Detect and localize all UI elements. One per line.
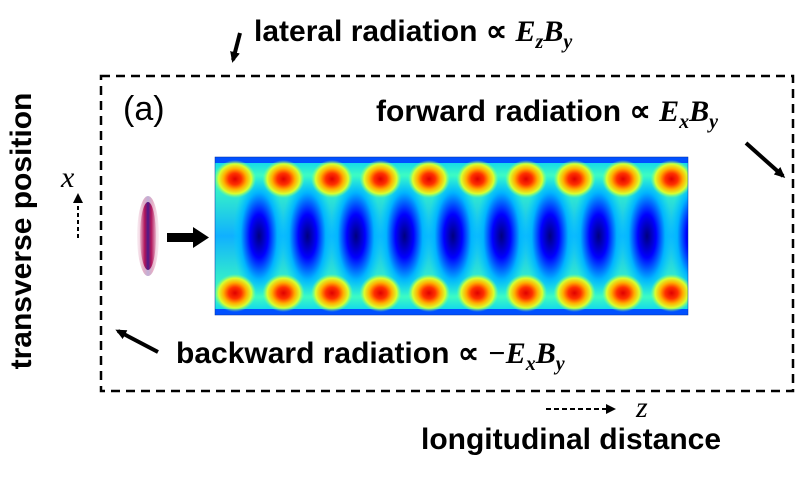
field-minimum-lobe [621,174,673,298]
field-maximum-top [311,160,353,198]
x-axis-variable: x [61,161,75,194]
lateral-radiation-label: lateral radiation ∝ EzBy [254,15,573,53]
field-maximum-bottom [602,274,644,312]
field-maximum-bottom [359,274,402,312]
field-minimum-lobe [378,174,431,298]
laser-pulse [140,202,156,270]
field-maximum-top [456,160,499,198]
field-maximum-top [650,160,688,198]
field-intensity-map [215,157,688,315]
backward-radiation-label: backward radiation ∝ −ExBy [176,337,565,375]
propagation-arrow-head [193,227,209,248]
field-maximum-bottom [456,274,499,312]
field-minimum-lobe [475,174,528,298]
field-maximum-bottom [505,274,547,312]
forward-radiation-label: forward radiation ∝ ExBy [376,95,719,133]
field-maximum-top [553,160,596,198]
field-maximum-top [408,160,450,198]
field-minimum-lobe [330,174,382,298]
field-maximum-top [215,160,256,198]
field-minimum-lobe [281,174,334,298]
field-maximum-bottom [262,274,305,312]
field-minimum-lobe [233,174,285,298]
field-maximum-bottom [553,274,596,312]
field-maximum-top [602,160,644,198]
field-minimum-lobe [572,174,625,298]
propagation-arrow-shaft [167,233,195,242]
field-minimum-lobe [669,176,688,296]
field-maximum-top [262,160,305,198]
panel-label: (a) [123,90,165,128]
field-maximum-top [359,160,402,198]
lateral-arrow [230,32,242,63]
z-axis-variable: z [636,391,648,424]
dashed-region-border [99,74,795,393]
transverse-position-label: transverse position [5,92,38,370]
field-minimum-lobe [427,174,479,298]
field-maximum-top [505,160,547,198]
longitudinal-distance-label: longitudinal distance [421,423,722,456]
transverse-position-label-wrap: transverse position [2,78,42,384]
field-maximum-bottom [311,274,353,312]
field-maximum-bottom [650,274,688,312]
backward-arrow [115,329,159,354]
field-maximum-bottom [215,274,256,312]
field-maximum-bottom [408,274,450,312]
field-minimum-lobe [524,174,576,298]
forward-arrow [744,141,786,178]
